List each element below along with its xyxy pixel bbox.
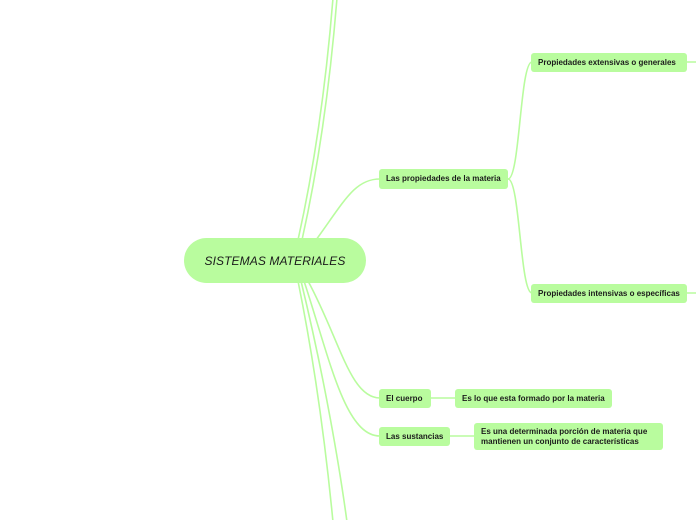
node-cuerpo-label: El cuerpo xyxy=(386,393,423,403)
connector-top-offscreen-2 xyxy=(301,0,338,241)
node-cuerpo-definicion-label: Es lo que esta formado por la materia xyxy=(462,393,605,403)
connector-propiedades-intensivas xyxy=(507,178,533,294)
connector-bottom-offscreen-2 xyxy=(300,280,348,520)
connector-root-cuerpo xyxy=(307,280,381,399)
connector-top-offscreen-1 xyxy=(297,0,334,241)
node-cuerpo[interactable]: El cuerpo xyxy=(379,389,431,408)
connector-bottom-offscreen-1 xyxy=(297,280,334,520)
node-sustancias-definicion-label: Es una determinada porción de materia qu… xyxy=(481,426,648,446)
node-sustancias-label: Las sustancias xyxy=(386,431,444,441)
node-propiedades-extensivas[interactable]: Propiedades extensivas o generales xyxy=(531,53,687,72)
connector-root-sustancias xyxy=(303,280,381,437)
node-cuerpo-definicion[interactable]: Es lo que esta formado por la materia xyxy=(455,389,612,408)
node-propiedades-extensivas-label: Propiedades extensivas o generales xyxy=(538,57,676,67)
node-sustancias-definicion[interactable]: Es una determinada porción de materia qu… xyxy=(474,423,663,450)
central-topic-label: SISTEMAS MATERIALES xyxy=(204,253,346,268)
node-sustancias[interactable]: Las sustancias xyxy=(379,427,450,446)
node-propiedades-intensivas[interactable]: Propiedades intensivas o específicas xyxy=(531,284,687,303)
node-propiedades-materia-label: Las propiedades de la materia xyxy=(386,174,501,183)
connector-propiedades-extensivas xyxy=(507,61,533,180)
connector-root-propiedades xyxy=(315,178,381,241)
central-topic[interactable]: SISTEMAS MATERIALES xyxy=(184,238,366,283)
node-propiedades-intensivas-label: Propiedades intensivas o específicas xyxy=(538,288,680,298)
node-propiedades-materia[interactable]: Las propiedades de la materia xyxy=(379,169,508,189)
